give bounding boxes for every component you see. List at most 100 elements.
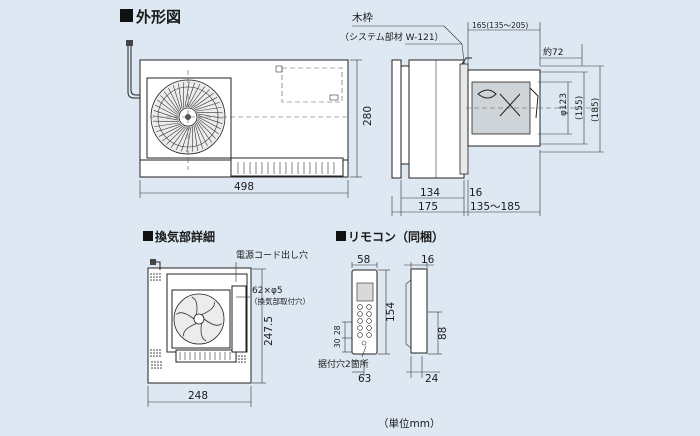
unit-note: （単位mm） [378, 417, 440, 430]
dim-remote-88: 88 [437, 327, 449, 340]
vent-dot [150, 273, 152, 275]
title-square-icon-detail [143, 231, 153, 241]
vent-dot [153, 276, 155, 278]
fan-blade [178, 83, 183, 109]
vent-dot [156, 276, 158, 278]
cord-plug [126, 40, 133, 46]
fan-blade [154, 104, 179, 118]
fan-blade [166, 126, 186, 145]
vent-dot [150, 355, 152, 357]
fan-blade [197, 113, 224, 119]
callout-mount-holes: 62×φ5 [252, 286, 283, 296]
fan-blade [194, 101, 220, 111]
vent-dot [244, 361, 246, 363]
vent-dot [159, 355, 161, 357]
fan-blades [152, 81, 224, 153]
title-remote: リモコン（同梱） [348, 229, 444, 244]
remote-button [366, 311, 372, 317]
fan-blade [186, 126, 192, 153]
vent-dot [159, 352, 161, 354]
vent-dot [154, 367, 156, 369]
dim-depth-134: 134 [420, 187, 440, 199]
vent-dot [159, 279, 161, 281]
vent-dot [159, 276, 161, 278]
dim-remote-58: 58 [357, 254, 370, 266]
side-front-plate [391, 59, 402, 179]
detail-fan-blade [203, 318, 222, 326]
title-square-icon [120, 9, 133, 22]
vent-dot [154, 364, 156, 366]
remote-button [357, 318, 363, 324]
dim-dia-123: φ123 [559, 93, 569, 116]
fan-blade [162, 125, 184, 142]
fan-blade [197, 119, 216, 139]
vent-dot [156, 279, 158, 281]
fan-blade [175, 126, 189, 151]
fan-blade [196, 121, 213, 143]
remote-front [351, 269, 378, 355]
front-view: 498 280 [126, 40, 374, 198]
ventilation-detail: 電源コード出し穴 62×φ5 （換気部取付穴） 248 247.5 [147, 249, 310, 407]
fan-blade [160, 95, 179, 115]
fan-blade [152, 115, 179, 121]
wood-frame [459, 63, 469, 175]
dim-depth-175: 175 [418, 201, 438, 213]
lower-grille [230, 157, 344, 177]
vent-dot [157, 364, 159, 366]
vent-dot [151, 361, 153, 363]
detail-fan-blade [176, 312, 195, 320]
callout-remote-holes: 据付穴2箇所 [318, 358, 369, 370]
dim-remote-30: 30 [333, 338, 342, 348]
remote-display [356, 282, 374, 302]
detail-fan-blade [183, 322, 197, 337]
dim-about-72: 約72 [543, 46, 563, 58]
remote-button [366, 332, 372, 338]
dim-width-498: 498 [234, 181, 254, 193]
vent-dot [238, 358, 240, 360]
dim-duct-165: 165(135～205) [472, 21, 528, 30]
vent-dot [157, 367, 159, 369]
vent-dot [241, 355, 243, 357]
fan-blade [194, 123, 204, 149]
detail-fan-blade [201, 301, 215, 316]
dim-remote-63: 63 [358, 373, 371, 385]
vent-dot [241, 361, 243, 363]
dim-dia-155: (155) [575, 96, 585, 120]
fan-blade [184, 81, 190, 108]
side-view: 木枠 （システム部材 W-121） 165(135～205) 約72 φ123 … [340, 11, 604, 216]
vent-dot [150, 276, 152, 278]
dim-remote-16: 16 [421, 254, 435, 266]
dim-height-280: 280 [362, 106, 374, 126]
vent-dot [159, 349, 161, 351]
vent-dot [238, 355, 240, 357]
fan-blade [158, 124, 183, 137]
fan-blade [193, 97, 218, 110]
control-box [281, 67, 343, 103]
fan-blade [156, 123, 182, 133]
vent-dot [156, 349, 158, 351]
vent-dot [156, 355, 158, 357]
fan-blade [172, 85, 182, 111]
remote-side [410, 268, 428, 354]
title-square-icon-remote [336, 231, 346, 241]
remote-button [357, 304, 363, 310]
vent-dot [160, 364, 162, 366]
vent-dot [151, 367, 153, 369]
dim-detail-247-5: 247.5 [263, 316, 275, 346]
callout-wood-frame: 木枠 [352, 11, 373, 24]
vent-dot [153, 352, 155, 354]
fan-blade [187, 83, 201, 108]
dim-detail-248: 248 [188, 390, 208, 402]
fan-blade [154, 122, 180, 127]
remote-control: 58 154 28 30 据付穴2箇所 63 16 88 [318, 254, 449, 385]
fan-blade [195, 122, 208, 147]
side-body [408, 59, 465, 179]
vent-dot [241, 358, 243, 360]
vent-dot [150, 352, 152, 354]
callout-mount-note: （換気部取付穴） [250, 296, 310, 306]
detail-fan-blade [200, 323, 207, 342]
vent-dot [153, 349, 155, 351]
remote-button [357, 332, 363, 338]
dim-frame-range: 135～185 [470, 201, 521, 213]
